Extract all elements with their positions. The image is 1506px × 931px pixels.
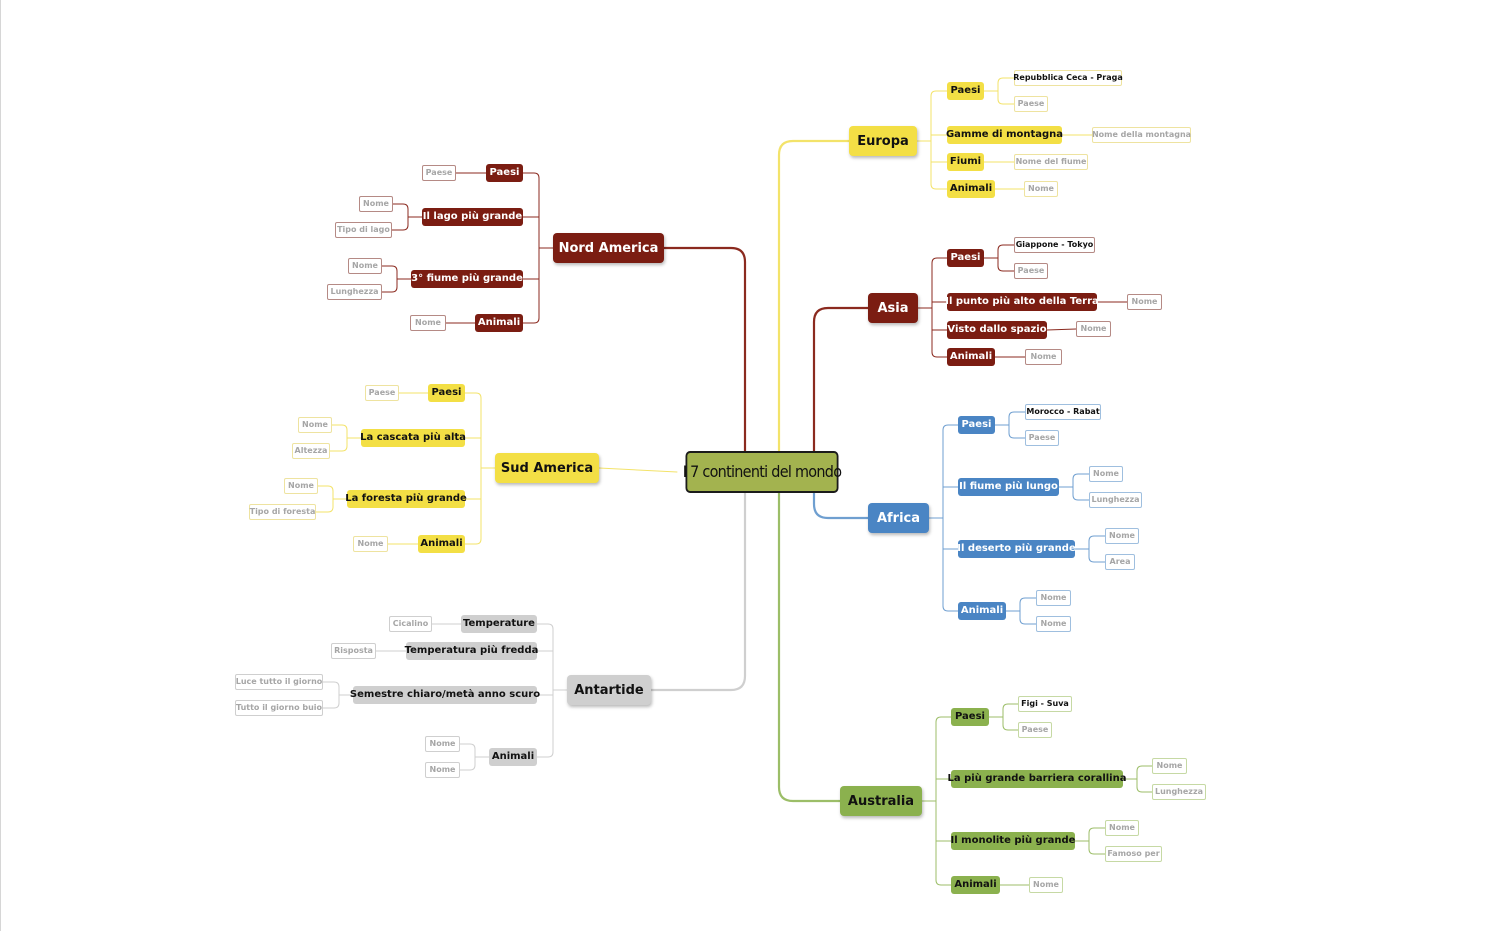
africa-topic-animali[interactable]: Animali (958, 602, 1006, 620)
europa-leaf-fiumi-1[interactable]: Nome del fiume (1014, 154, 1088, 170)
europa-topic-fiumi[interactable]: Fiumi (947, 153, 984, 171)
continent-sud-america[interactable]: Sud America (495, 453, 599, 483)
australia-leaf-paesi-2[interactable]: Paese (1018, 722, 1052, 738)
antartide-topic-animali[interactable]: Animali (489, 748, 537, 766)
europa-leaf-paesi-1[interactable]: Repubblica Ceca - Praga (1013, 70, 1123, 86)
asia-topic-paesi[interactable]: Paesi (947, 249, 984, 267)
antartide-leaf-temperatura-piu-fredda-1[interactable]: Risposta (331, 643, 376, 659)
antartide-topic-semestre-chiaro-meta-anno-scuro[interactable]: Semestre chiaro/metà anno scuro (350, 686, 540, 704)
australia-topic-la-piu-grande-barriera-corallina[interactable]: La più grande barriera corallina (948, 770, 1126, 788)
australia-leaf-il-monolite-piu-grande-2[interactable]: Famoso per (1105, 846, 1162, 862)
sud-america-topic-animali[interactable]: Animali (418, 535, 465, 553)
europa-topic-gamme-di-montagna[interactable]: Gamme di montagna (946, 126, 1063, 144)
africa-leaf-il-deserto-piu-grande-1[interactable]: Nome (1105, 528, 1139, 544)
nord-america-topic-3-fiume-piu-grande[interactable]: 3° fiume più grande (411, 270, 523, 288)
sud-america-leaf-animali-1[interactable]: Nome (353, 536, 388, 552)
africa-topic-il-deserto-piu-grande[interactable]: Il deserto più grande (957, 540, 1076, 558)
africa-topic-il-fiume-piu-lungo[interactable]: Il fiume più lungo (958, 478, 1059, 496)
australia-leaf-il-monolite-piu-grande-1[interactable]: Nome (1105, 820, 1139, 836)
nord-america-topic-animali[interactable]: Animali (475, 314, 523, 332)
europa-leaf-paesi-2[interactable]: Paese (1014, 96, 1048, 112)
europa-leaf-gamme-di-montagna-1[interactable]: Nome della montagna (1092, 127, 1191, 143)
antartide-topic-temperatura-piu-fredda[interactable]: Temperatura più fredda (405, 642, 538, 660)
australia-topic-animali[interactable]: Animali (951, 876, 1000, 894)
australia-topic-paesi[interactable]: Paesi (951, 708, 989, 726)
africa-leaf-il-deserto-piu-grande-2[interactable]: Area (1105, 554, 1135, 570)
sud-america-leaf-la-cascata-piu-alta-1[interactable]: Nome (298, 417, 332, 433)
nord-america-leaf-paesi-1[interactable]: Paese (422, 165, 456, 181)
asia-leaf-paesi-1[interactable]: Giappone - Tokyo (1014, 237, 1095, 253)
antartide-leaf-semestre-chiaro-meta-anno-scuro-1[interactable]: Luce tutto il giorno (235, 674, 323, 690)
australia-leaf-animali-1[interactable]: Nome (1029, 877, 1063, 893)
africa-leaf-il-fiume-piu-lungo-2[interactable]: Lunghezza (1089, 492, 1142, 508)
australia-topic-il-monolite-piu-grande[interactable]: Il monolite più grande (951, 832, 1075, 850)
nord-america-leaf-3-fiume-piu-grande-1[interactable]: Nome (348, 258, 382, 274)
africa-topic-paesi[interactable]: Paesi (958, 416, 995, 434)
nord-america-leaf-il-lago-piu-grande-2[interactable]: Tipo di lago (335, 222, 392, 238)
asia-leaf-il-punto-piu-alto-della-terra-1[interactable]: Nome (1127, 294, 1162, 310)
asia-topic-animali[interactable]: Animali (947, 348, 995, 366)
canvas-left-edge (0, 0, 1, 931)
antartide-topic-temperature[interactable]: Temperature (461, 615, 537, 633)
continent-asia[interactable]: Asia (868, 293, 918, 323)
africa-leaf-paesi-1[interactable]: Morocco - Rabat (1025, 404, 1101, 420)
europa-topic-paesi[interactable]: Paesi (947, 82, 984, 100)
nord-america-leaf-il-lago-piu-grande-1[interactable]: Nome (359, 196, 393, 212)
asia-topic-visto-dallo-spazio[interactable]: Visto dallo spazio (947, 321, 1047, 339)
asia-leaf-animali-1[interactable]: Nome (1025, 349, 1062, 365)
nord-america-leaf-animali-1[interactable]: Nome (410, 315, 446, 331)
continent-europa[interactable]: Europa (849, 126, 917, 156)
europa-topic-animali[interactable]: Animali (947, 180, 995, 198)
sud-america-topic-la-foresta-piu-grande[interactable]: La foresta più grande (345, 490, 467, 508)
europa-leaf-animali-1[interactable]: Nome (1024, 181, 1058, 197)
continent-australia[interactable]: Australia (840, 786, 922, 816)
continent-antartide[interactable]: Antartide (567, 675, 651, 705)
continent-nord-america[interactable]: Nord America (553, 233, 664, 263)
africa-leaf-il-fiume-piu-lungo-1[interactable]: Nome (1089, 466, 1123, 482)
sud-america-leaf-la-foresta-piu-grande-2[interactable]: Tipo di foresta (249, 504, 316, 520)
sud-america-leaf-la-foresta-piu-grande-1[interactable]: Nome (284, 478, 318, 494)
asia-topic-il-punto-piu-alto-della-terra[interactable]: Il punto più alto della Terra (945, 293, 1099, 311)
nord-america-topic-paesi[interactable]: Paesi (486, 164, 523, 182)
continent-africa[interactable]: Africa (868, 503, 929, 533)
australia-leaf-la-piu-grande-barriera-corallina-1[interactable]: Nome (1152, 758, 1187, 774)
australia-leaf-paesi-1[interactable]: Figi - Suva (1018, 696, 1072, 712)
antartide-leaf-semestre-chiaro-meta-anno-scuro-2[interactable]: Tutto il giorno buio (235, 700, 323, 716)
sud-america-leaf-la-cascata-piu-alta-2[interactable]: Altezza (292, 443, 330, 459)
africa-leaf-paesi-2[interactable]: Paese (1025, 430, 1059, 446)
africa-leaf-animali-2[interactable]: Nome (1036, 616, 1071, 632)
antartide-leaf-animali-1[interactable]: Nome (425, 736, 460, 752)
sud-america-topic-paesi[interactable]: Paesi (428, 384, 465, 402)
africa-leaf-animali-1[interactable]: Nome (1036, 590, 1071, 606)
asia-leaf-visto-dallo-spazio-1[interactable]: Nome (1076, 321, 1111, 337)
antartide-leaf-animali-2[interactable]: Nome (425, 762, 460, 778)
antartide-leaf-temperature-1[interactable]: Cicalino (389, 616, 432, 632)
nord-america-topic-il-lago-piu-grande[interactable]: Il lago più grande (422, 208, 523, 226)
nord-america-leaf-3-fiume-piu-grande-2[interactable]: Lunghezza (327, 284, 382, 300)
sud-america-leaf-paesi-1[interactable]: Paese (365, 385, 399, 401)
asia-leaf-paesi-2[interactable]: Paese (1014, 263, 1048, 279)
central-topic[interactable]: I 7 continenti del mondo (683, 451, 842, 493)
sud-america-topic-la-cascata-piu-alta[interactable]: La cascata più alta (360, 429, 466, 447)
australia-leaf-la-piu-grande-barriera-corallina-2[interactable]: Lunghezza (1152, 784, 1206, 800)
